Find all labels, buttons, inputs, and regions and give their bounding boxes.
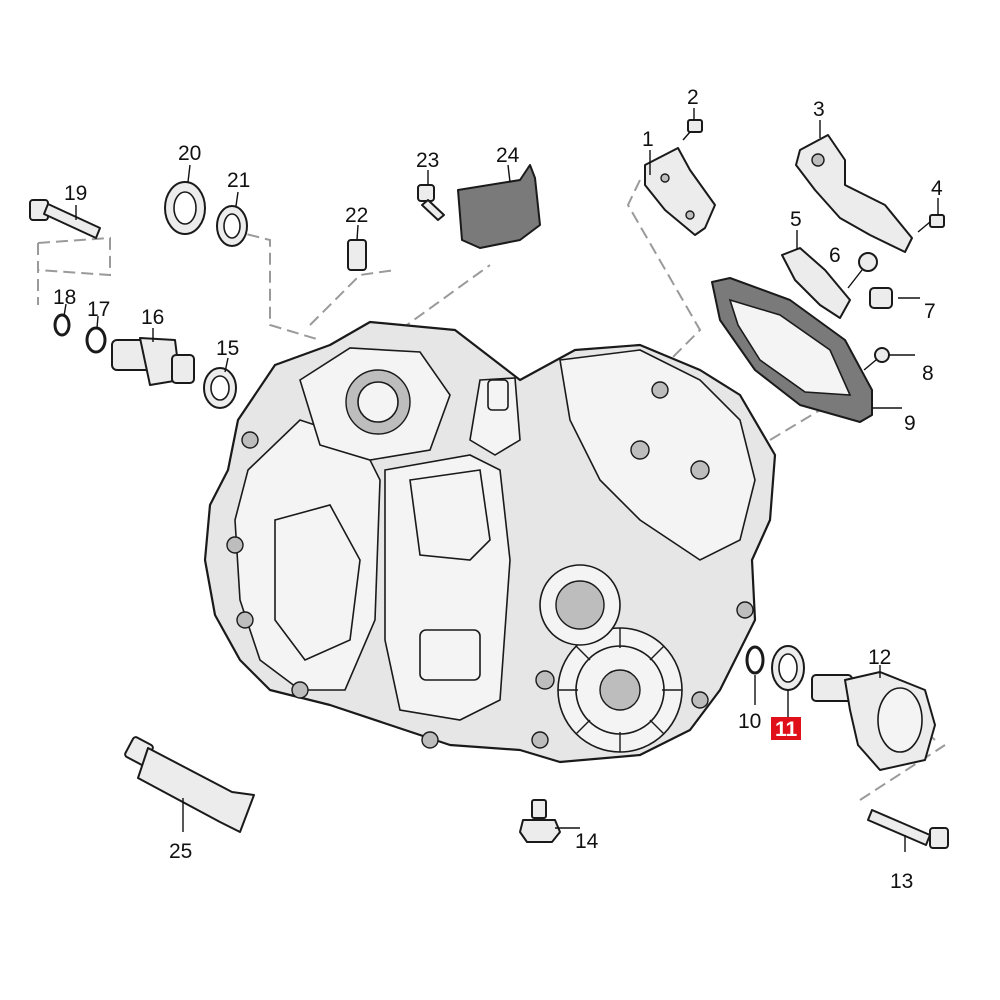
part-4-bolt [917, 214, 945, 233]
part-7-bush [869, 287, 893, 309]
label-5: 5 [790, 208, 802, 231]
part-6-bolt [847, 252, 878, 289]
part-8-bolt [863, 347, 890, 371]
label-14: 14 [575, 830, 599, 853]
label-10: 10 [738, 710, 761, 733]
part-25-grease-tube [124, 736, 255, 833]
part-24-cover [457, 164, 541, 249]
label-13: 13 [890, 870, 913, 893]
label-22: 22 [345, 204, 368, 227]
part-17-o-ring [85, 326, 107, 354]
label-3: 3 [813, 98, 825, 121]
label-25: 25 [169, 840, 192, 863]
part-12-flange-shaft [811, 671, 936, 771]
label-11: 11 [775, 718, 798, 741]
label-2: 2 [687, 86, 699, 109]
part-23-bolt [417, 184, 445, 221]
highlight-box-11 [771, 717, 801, 740]
label-9: 9 [904, 412, 916, 435]
part-9-cover-plate [711, 277, 873, 423]
label-15: 15 [216, 337, 239, 360]
part-13-long-bolt [867, 809, 949, 849]
label-6: 6 [829, 244, 841, 267]
part-11-seal-ring [771, 645, 805, 691]
label-21: 21 [227, 169, 250, 192]
label-23: 23 [416, 149, 439, 172]
label-4: 4 [931, 177, 943, 200]
part-22-clip [347, 239, 367, 271]
part-3-bracket-plate [795, 134, 913, 253]
transmission-housing [203, 320, 777, 764]
part-18-circlip [53, 313, 71, 337]
part-15-seal-ring [203, 367, 237, 409]
label-8: 8 [922, 362, 934, 385]
label-24: 24 [496, 144, 520, 167]
leader-lines [63, 108, 939, 852]
label-7: 7 [924, 300, 936, 323]
part-21-seal-ring [216, 205, 248, 247]
label-18: 18 [53, 286, 76, 309]
part-5-small-bracket [781, 247, 851, 319]
label-12: 12 [868, 646, 891, 669]
part-14-drain-plug [519, 799, 561, 843]
part-16-flange-shaft [111, 337, 195, 386]
label-20: 20 [178, 142, 201, 165]
label-17: 17 [87, 298, 110, 321]
part-10-circlip [745, 645, 765, 675]
part-19-long-bolt [29, 199, 101, 239]
part-20-seal-ring [164, 181, 206, 235]
part-1-shift-bracket [644, 147, 716, 236]
part-2-bolt [682, 119, 703, 141]
label-1: 1 [642, 128, 654, 151]
label-19: 19 [64, 182, 87, 205]
label-16: 16 [141, 306, 164, 329]
callout-labels: 1 2 3 4 5 6 7 8 9 10 11 12 13 14 15 16 1… [53, 86, 943, 893]
